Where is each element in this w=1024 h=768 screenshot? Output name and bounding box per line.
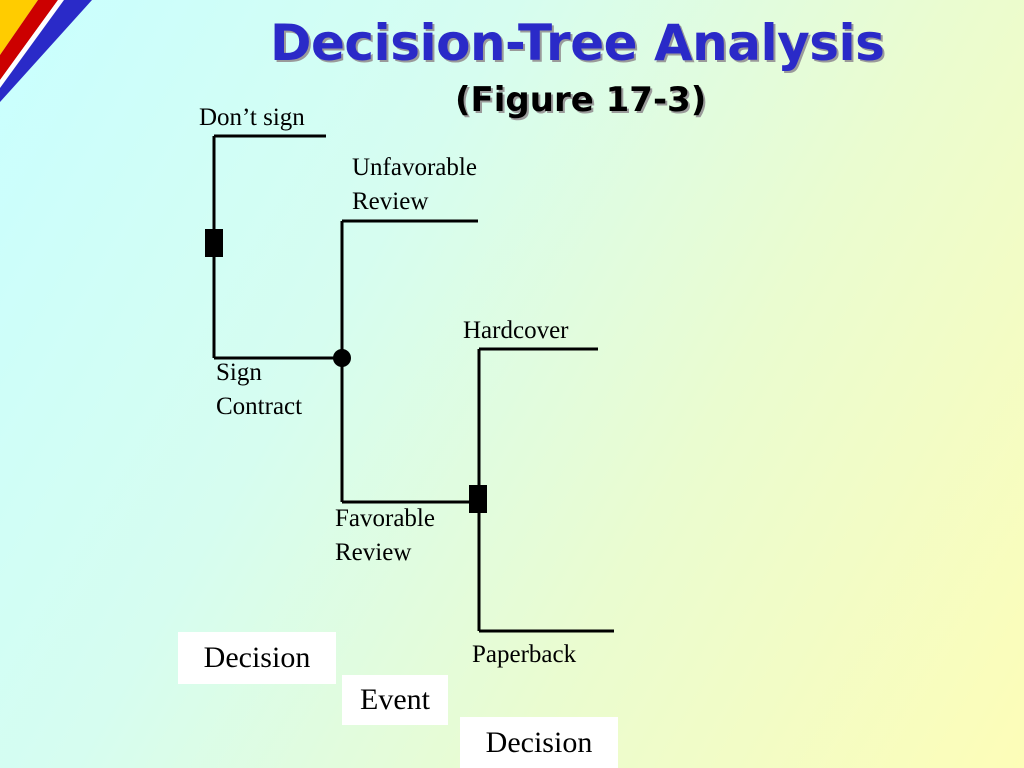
decision-node-2 [469,485,487,513]
legend-decision-2: Decision [460,717,618,768]
label-sign-line1: Sign [216,359,262,386]
page-title: Decision-Tree Analysis [270,14,885,72]
legend-event: Event [342,675,448,725]
label-favorable-review: Favorable Review [335,502,435,570]
page-subtitle: (Figure 17-3) [455,80,707,120]
event-node [333,349,351,367]
label-unfavorable-line1: Unfavorable [352,154,477,181]
label-paperback: Paperback [472,641,577,668]
label-favorable-line1: Favorable [335,505,435,532]
label-unfavorable-review: Unfavorable Review [352,151,477,219]
label-sign-line2: Contract [216,393,303,420]
legend-decision-1: Decision [178,632,336,684]
label-sign-contract: Sign Contract [216,356,302,424]
label-favorable-line2: Review [335,539,412,566]
label-hardcover: Hardcover [463,317,569,344]
label-unfavorable-line2: Review [352,188,429,215]
label-dont-sign: Don’t sign [199,104,305,131]
decision-node-1 [205,229,223,257]
corner-decoration [0,0,92,102]
